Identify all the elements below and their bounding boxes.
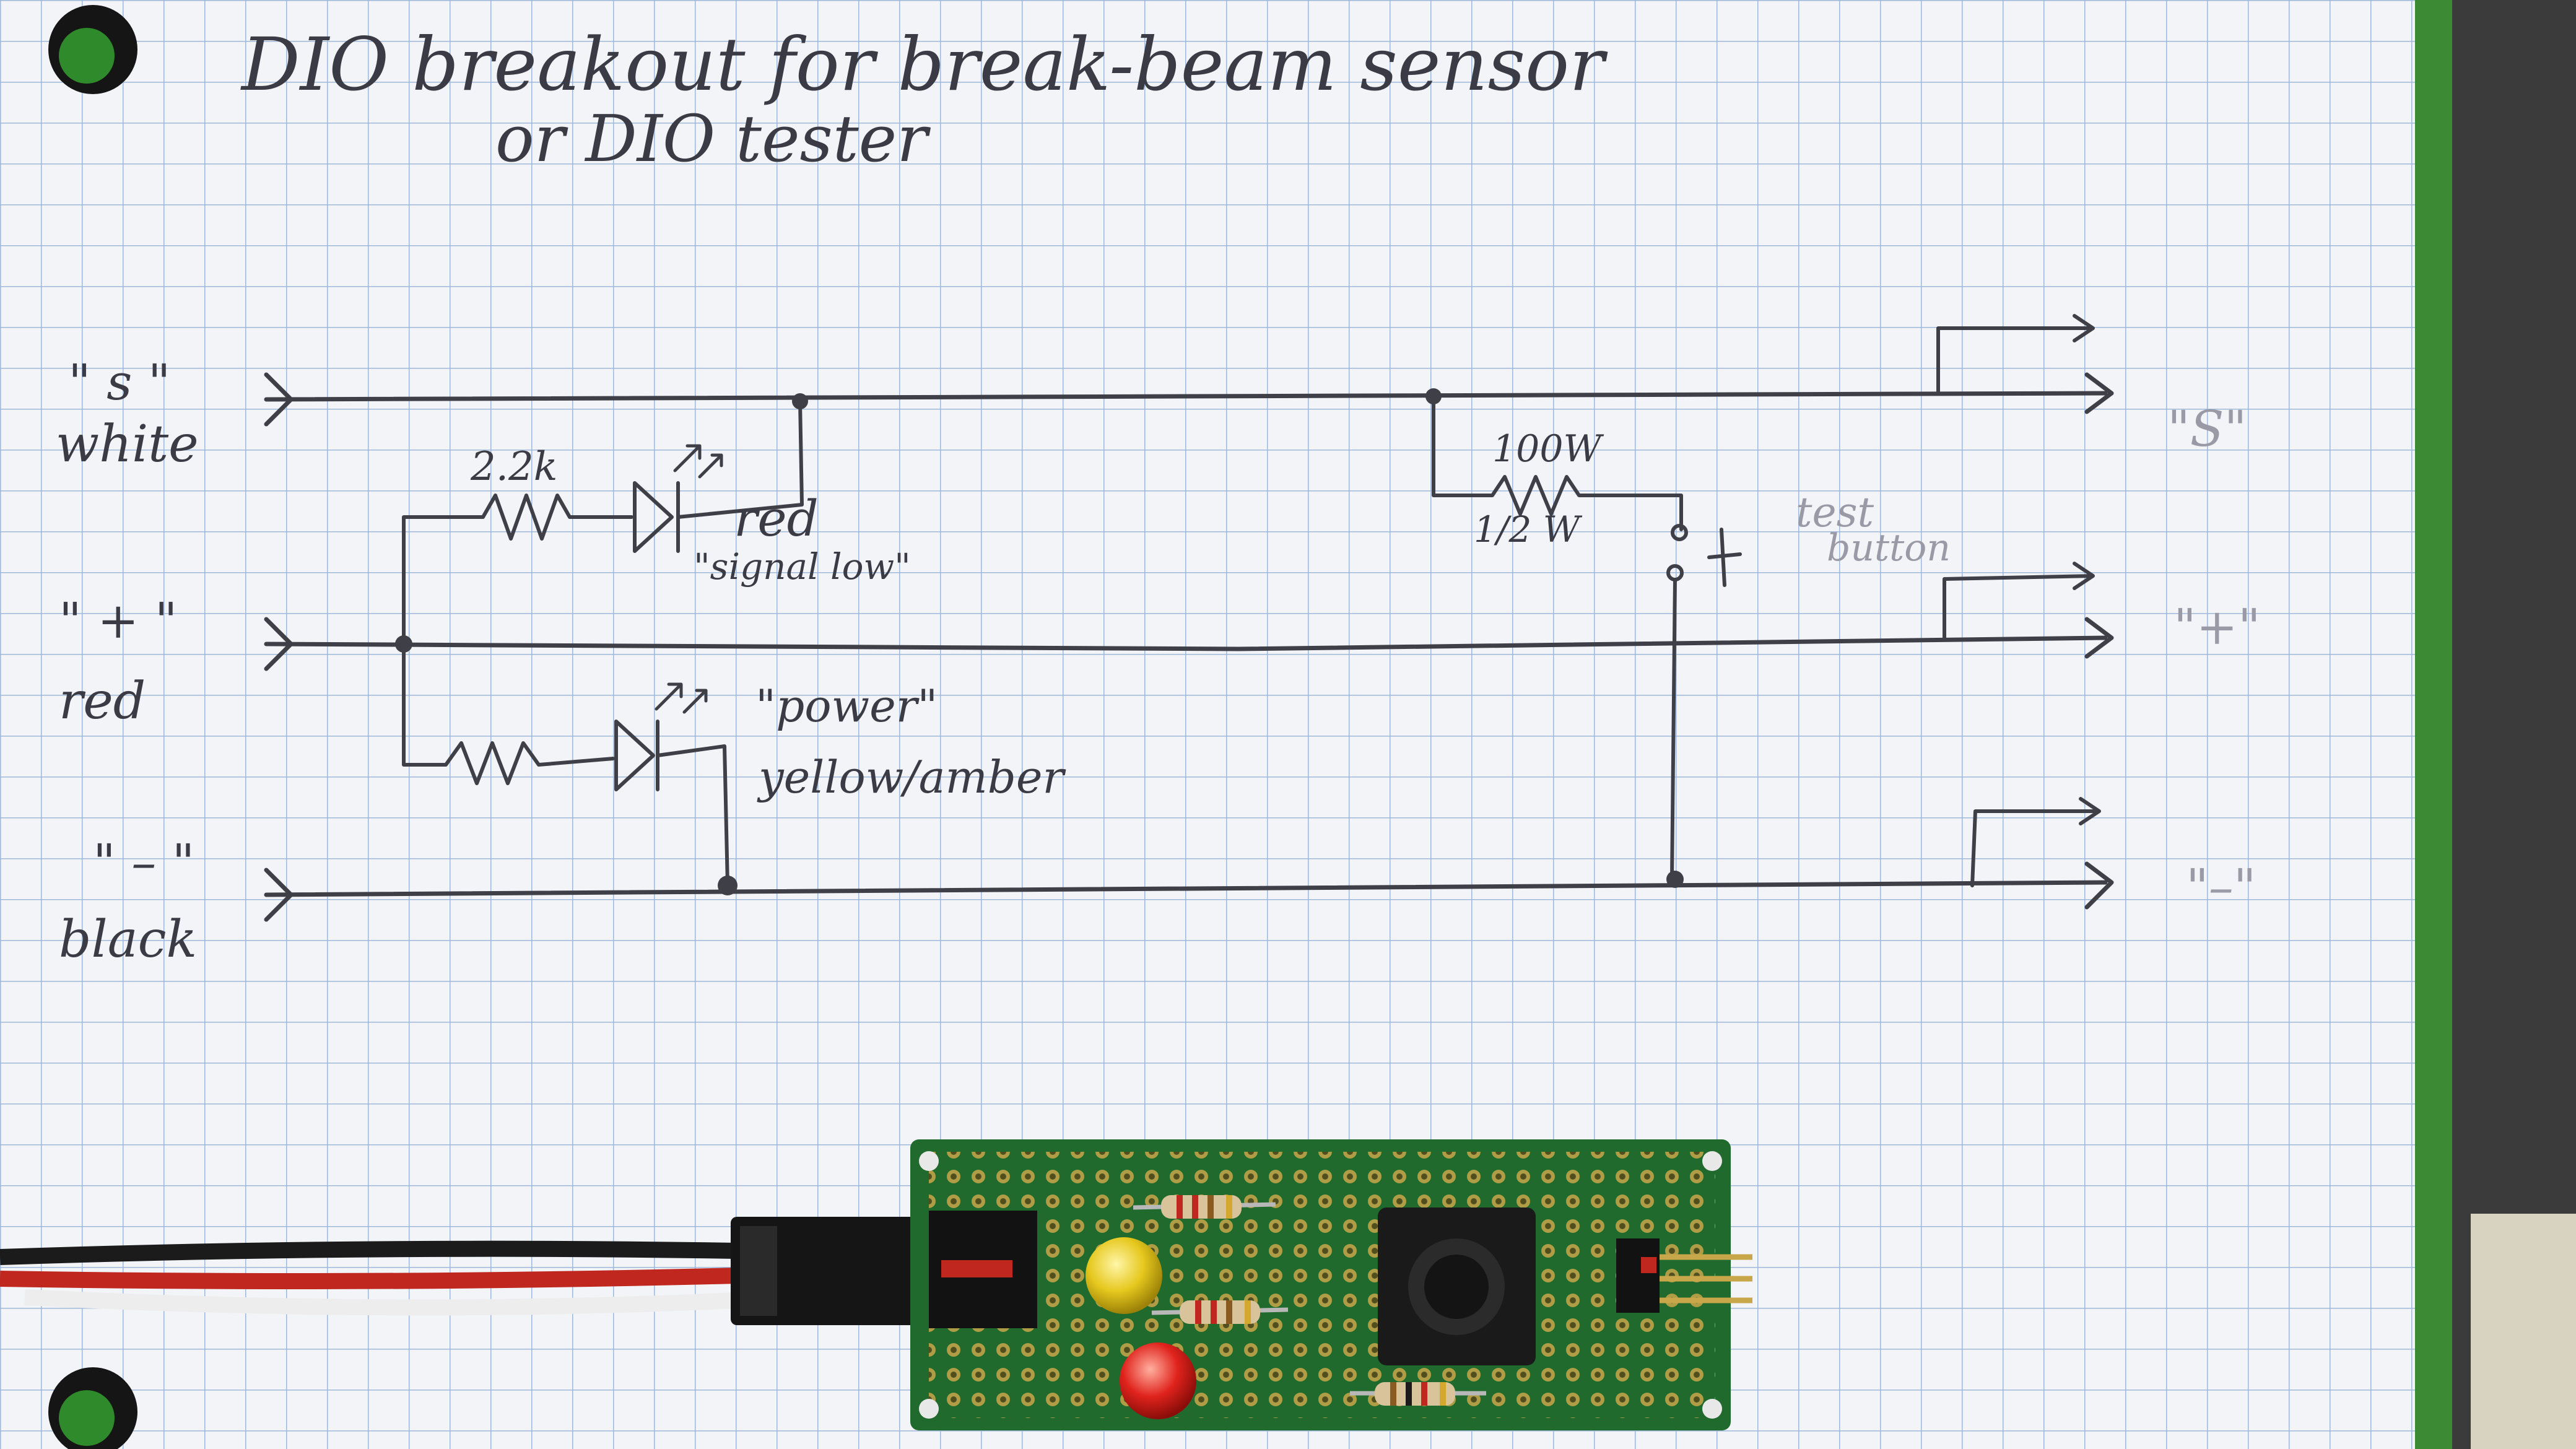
mount-hole — [1702, 1151, 1722, 1171]
ground-quote-label: " – " — [93, 833, 194, 891]
power-header-branch — [1943, 562, 2095, 640]
ground-wire-color: black — [59, 910, 197, 969]
power-led-color-label: yellow/amber — [757, 751, 1066, 803]
ground-output-arrow — [2084, 861, 2114, 910]
power-output-label: "+" — [2174, 598, 2261, 656]
pushbutton-cap-center — [1424, 1255, 1489, 1319]
title-line1: DIO breakout for break-beam sensor — [240, 22, 1608, 107]
signal-output-label: "S" — [2167, 400, 2247, 458]
test-resistor-value: 100W — [1492, 427, 1604, 471]
signal-header-branch — [1936, 314, 2095, 395]
mount-hole — [919, 1399, 939, 1419]
signal-low-note: "signal low" — [694, 546, 911, 588]
black-wire — [0, 1240, 738, 1265]
resistor-value-label: 2.2k — [470, 444, 558, 490]
junction-dot — [1666, 871, 1684, 888]
red-led-symbol — [633, 399, 804, 553]
power-resistor-symbol — [402, 642, 615, 785]
paper-corner — [2471, 1214, 2576, 1449]
resistor-2k2-symbol — [402, 494, 633, 646]
title-line2: or DIO tester — [495, 101, 931, 176]
red-wire — [0, 1268, 738, 1289]
output-header-pins — [1616, 1238, 1752, 1313]
power-output-arrow — [2084, 617, 2114, 659]
resistor-top — [1133, 1195, 1276, 1219]
binder-hole-bottom-inner — [59, 1390, 115, 1446]
signal-quote-label: " s " — [68, 354, 171, 411]
desk-edge — [2434, 0, 2576, 1449]
yellow-led — [1086, 1237, 1162, 1314]
signal-input-mark — [264, 372, 294, 427]
circuit-board-photo — [0, 1139, 1752, 1430]
test-button-label: test — [1796, 489, 1874, 536]
yellow-led-light-arrows — [655, 682, 708, 714]
power-led-note: "power" — [755, 680, 938, 732]
button-contact-top — [1671, 524, 1688, 541]
binder-hole-top-inner — [59, 28, 115, 84]
yellow-led-symbol — [614, 720, 729, 887]
signal-wire-color: white — [56, 415, 199, 474]
power-rail — [264, 635, 2108, 651]
signal-output-arrow — [2084, 372, 2114, 414]
power-input-mark — [264, 617, 294, 671]
test-button-label2: button — [1827, 526, 1951, 570]
ground-input-mark — [264, 868, 294, 922]
resistor-bottom — [1350, 1382, 1486, 1406]
red-led-color-label: red — [734, 490, 819, 547]
ground-header-branch — [1970, 797, 2101, 887]
mount-hole — [919, 1151, 939, 1171]
power-quote-label: " + " — [59, 592, 177, 650]
signal-rail — [264, 391, 2108, 402]
connector-latch — [740, 1226, 777, 1316]
red-jumper — [941, 1260, 1012, 1277]
test-resistor-symbol — [1432, 394, 1683, 531]
white-wire — [24, 1289, 738, 1316]
schematic — [264, 314, 2114, 922]
power-wire-color: red — [59, 672, 146, 731]
resistor-middle — [1151, 1300, 1289, 1324]
test-button-symbol — [1707, 528, 1742, 587]
red-led — [1120, 1342, 1196, 1419]
ground-output-label: "–" — [2186, 858, 2256, 916]
test-resistor-rating: 1/2 W — [1474, 508, 1583, 550]
perfboard-pads — [929, 1152, 1715, 1418]
mount-hole — [1702, 1399, 1722, 1419]
red-led-light-arrows — [673, 444, 723, 479]
ground-rail — [264, 880, 2108, 897]
button-to-ground-wire — [1670, 578, 1677, 881]
